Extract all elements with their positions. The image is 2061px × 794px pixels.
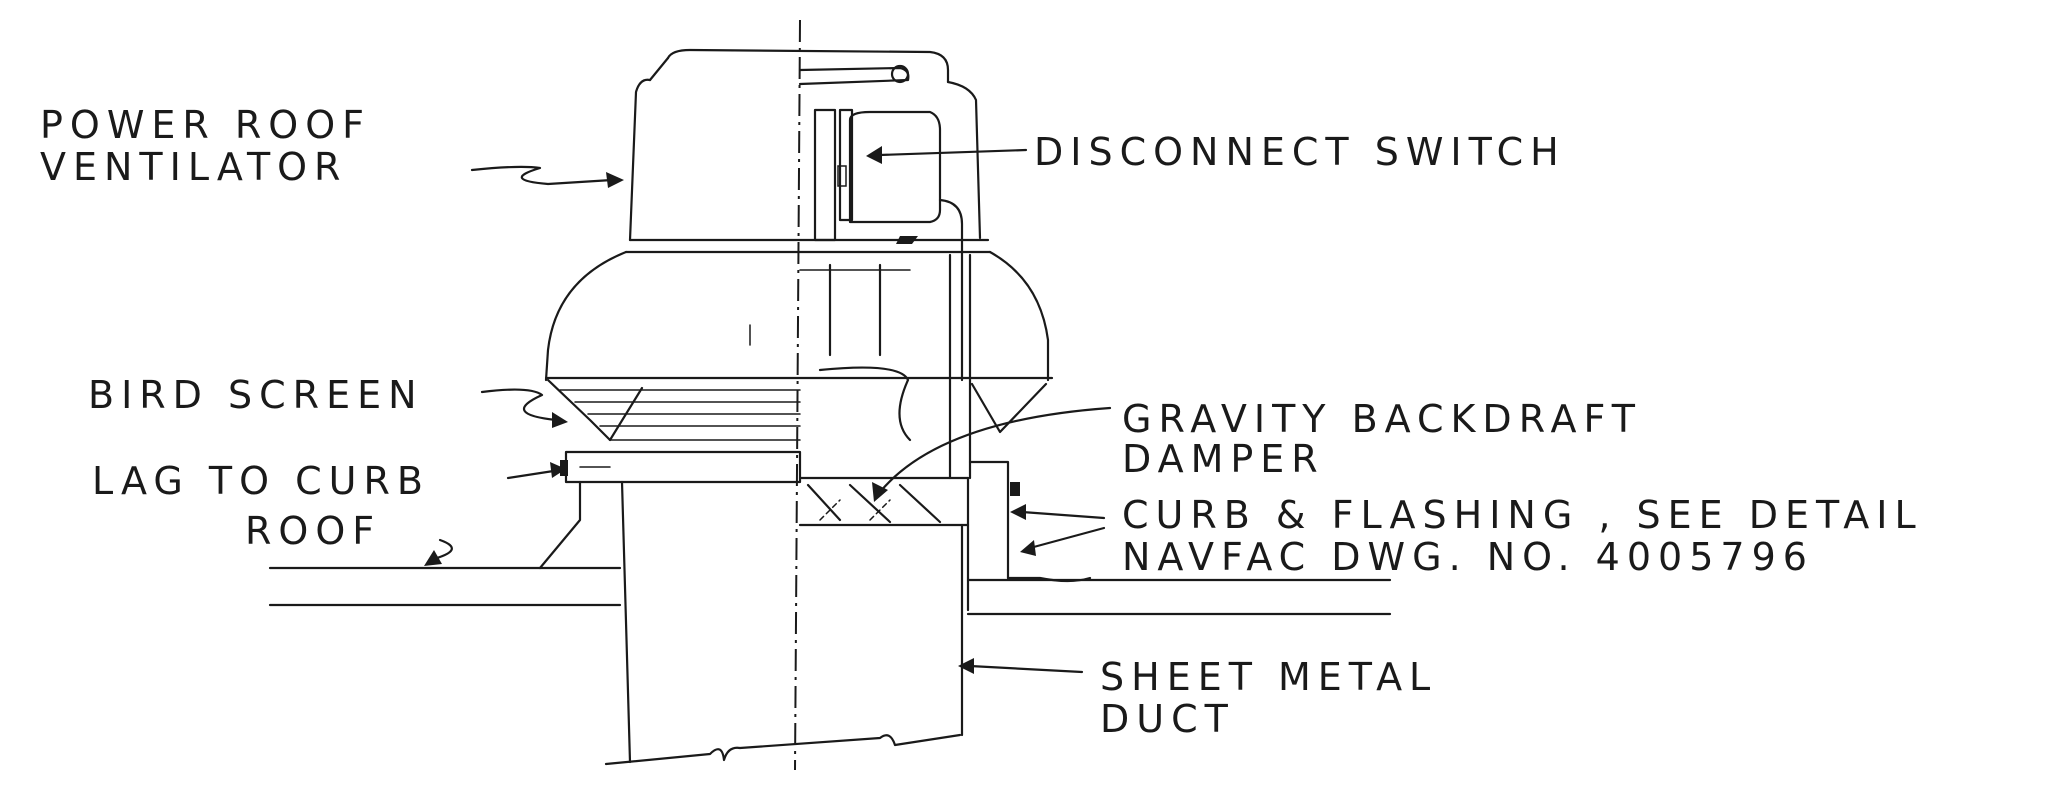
motor-assembly <box>798 64 972 480</box>
label-gravity-backdraft-damper-line1: GRAVITY BACKDRAFT <box>1122 397 1642 441</box>
label-sheet-metal-duct-line1: SHEET METAL <box>1100 655 1437 699</box>
label-curb-flashing-line2: NAVFAC DWG. NO. 4005796 <box>1122 535 1814 579</box>
label-power-roof-ventilator-line1: POWER ROOF <box>40 103 371 147</box>
roof-line <box>268 566 1392 616</box>
bird-screen <box>546 378 1048 442</box>
gravity-backdraft-damper-blades <box>798 476 970 527</box>
labels: POWER ROOF VENTILATOR DISCONNECT SWITCH … <box>40 103 1923 741</box>
label-power-roof-ventilator-line2: VENTILATOR <box>40 145 347 189</box>
label-roof: ROOF <box>245 509 381 553</box>
fan-housing <box>624 48 992 254</box>
label-sheet-metal-duct-line2: DUCT <box>1100 697 1235 741</box>
label-lag-to-curb: LAG TO CURB <box>92 459 430 503</box>
label-gravity-backdraft-damper-line2: DAMPER <box>1122 437 1325 481</box>
label-disconnect-switch: DISCONNECT SWITCH <box>1034 130 1566 174</box>
curb <box>538 450 1020 580</box>
center-line <box>794 19 801 771</box>
ventilator-dome <box>544 250 1054 442</box>
label-bird-screen: BIRD SCREEN <box>88 373 424 417</box>
sheet-metal-duct <box>604 480 964 766</box>
leader-arrows <box>424 146 1112 674</box>
label-curb-flashing-line1: CURB & FLASHING , SEE DETAIL <box>1122 493 1923 537</box>
